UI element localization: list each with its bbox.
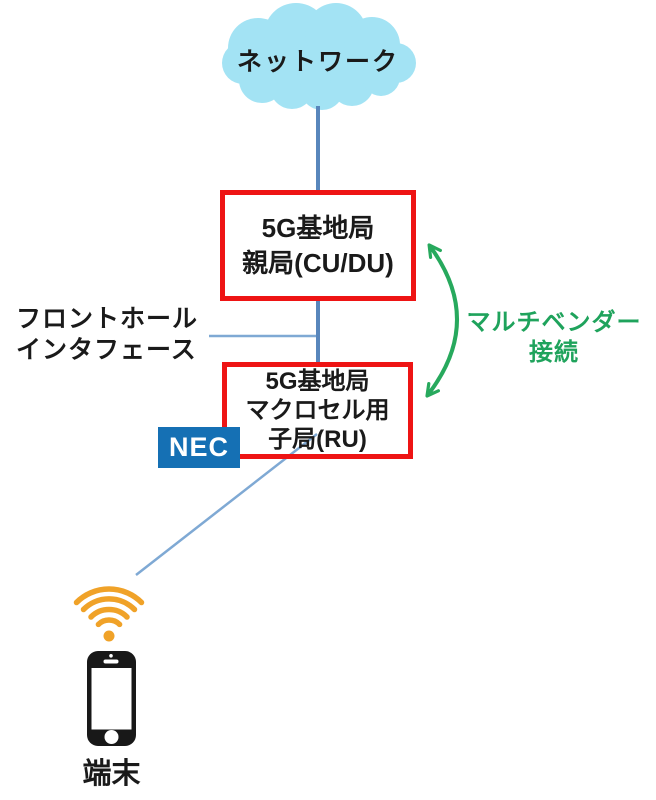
terminal-label: 端末 xyxy=(82,758,141,790)
multivendor-label-line2: 接続 xyxy=(529,339,579,366)
nec-vendor-badge: NEC xyxy=(158,427,240,468)
multivendor-label-line1: マルチベンダー xyxy=(466,309,642,336)
box-cu-du-line1: 5G基地局 xyxy=(261,212,375,243)
multivendor-connection-label: マルチベンダー 接続 xyxy=(452,308,656,368)
box-ru-line3: 子局(RU) xyxy=(268,426,367,453)
smartphone-icon xyxy=(87,651,136,746)
network-cloud-icon xyxy=(222,3,416,110)
double-headed-curved-arrow-icon xyxy=(425,243,459,398)
box-ru-line1: 5G基地局 xyxy=(265,368,370,395)
cloud-label: ネットワーク xyxy=(236,48,399,76)
fronthaul-interface-label: フロントホール インタフェース xyxy=(16,304,216,366)
box-cu-du: 5G基地局 親局(CU/DU) xyxy=(220,190,416,301)
box-cu-du-line2: 親局(CU/DU) xyxy=(242,247,394,278)
fronthaul-label-line1: フロントホール xyxy=(16,305,199,333)
wifi-icon xyxy=(73,586,145,642)
box-ru-line2: マクロセル用 xyxy=(245,397,390,424)
fronthaul-label-line2: インタフェース xyxy=(16,336,197,364)
box-ru: 5G基地局 マクロセル用 子局(RU) xyxy=(222,362,413,459)
